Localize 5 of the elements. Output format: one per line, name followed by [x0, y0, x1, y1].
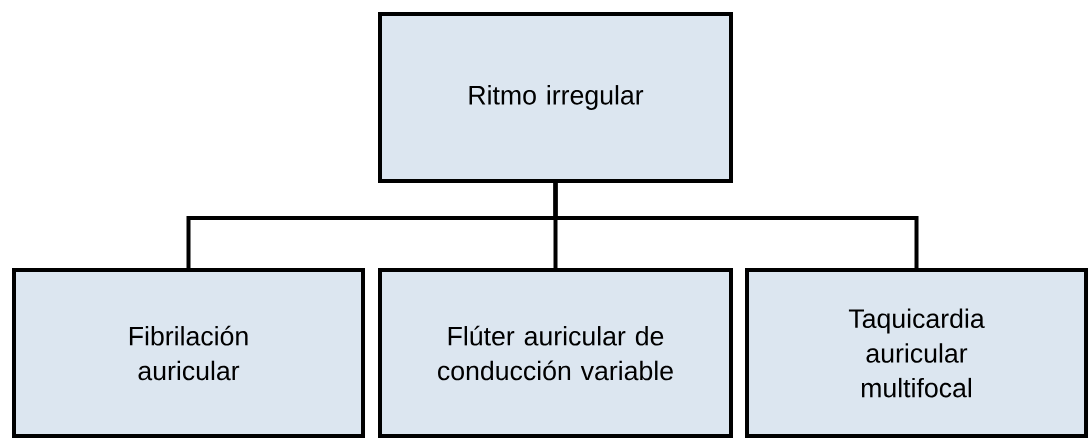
process-box: Fibrilación auricular	[12, 268, 365, 438]
process-box: Taquicardia auricular multifocal	[745, 268, 1088, 438]
process-box: Flúter auricular de conducción variable	[378, 268, 733, 438]
connector-line	[553, 183, 919, 268]
process-box: Ritmo irregular	[378, 12, 733, 183]
